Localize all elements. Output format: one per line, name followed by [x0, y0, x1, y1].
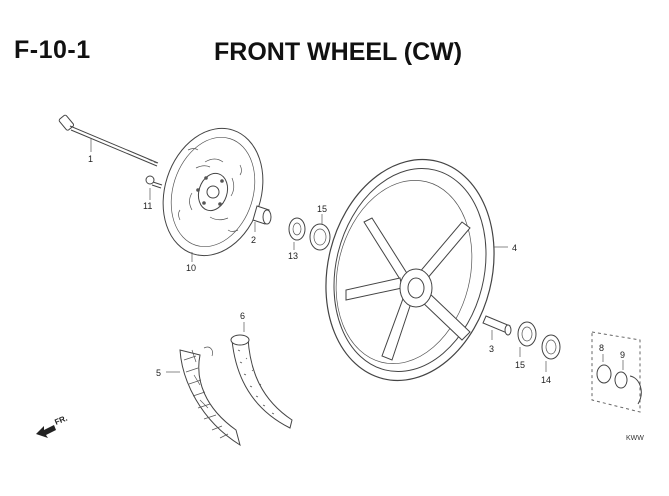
direction-label: FR.: [53, 414, 68, 427]
callout-5: 5: [156, 368, 161, 378]
front-direction-icon: [36, 425, 56, 438]
corner-code: KWW: [626, 435, 644, 442]
tube-part: [230, 322, 293, 429]
callout-1: 1: [88, 154, 93, 164]
callout-15-right: 15: [515, 360, 525, 370]
callout-3: 3: [489, 344, 494, 354]
bearing-left: [309, 214, 331, 251]
callout-8: 8: [599, 343, 604, 353]
callout-4: 4: [512, 243, 517, 253]
callout-15-left: 15: [317, 204, 327, 214]
bearing-right: [517, 321, 537, 357]
wheel-rim-part: [325, 158, 508, 382]
callout-10: 10: [186, 263, 196, 273]
callout-11: 11: [143, 201, 152, 211]
callout-14: 14: [541, 375, 551, 385]
diagram-title: FRONT WHEEL (CW): [214, 38, 463, 66]
tire-part: [166, 346, 241, 447]
callout-13: 13: [288, 251, 298, 261]
callout-9: 9: [620, 350, 625, 360]
callout-6: 6: [240, 311, 245, 321]
spacer-part: [252, 205, 272, 232]
axle-spacer-right: [482, 315, 512, 340]
callout-2: 2: [251, 235, 256, 245]
diagram-code: F-10-1: [14, 36, 91, 64]
axle-part: [58, 114, 159, 167]
brake-disc-part: [162, 127, 264, 262]
disc-bolt-part: [145, 175, 163, 200]
dust-seal-right: [541, 334, 561, 372]
speedometer-gearbox-part: [591, 331, 642, 413]
dust-seal-left: [288, 217, 306, 250]
